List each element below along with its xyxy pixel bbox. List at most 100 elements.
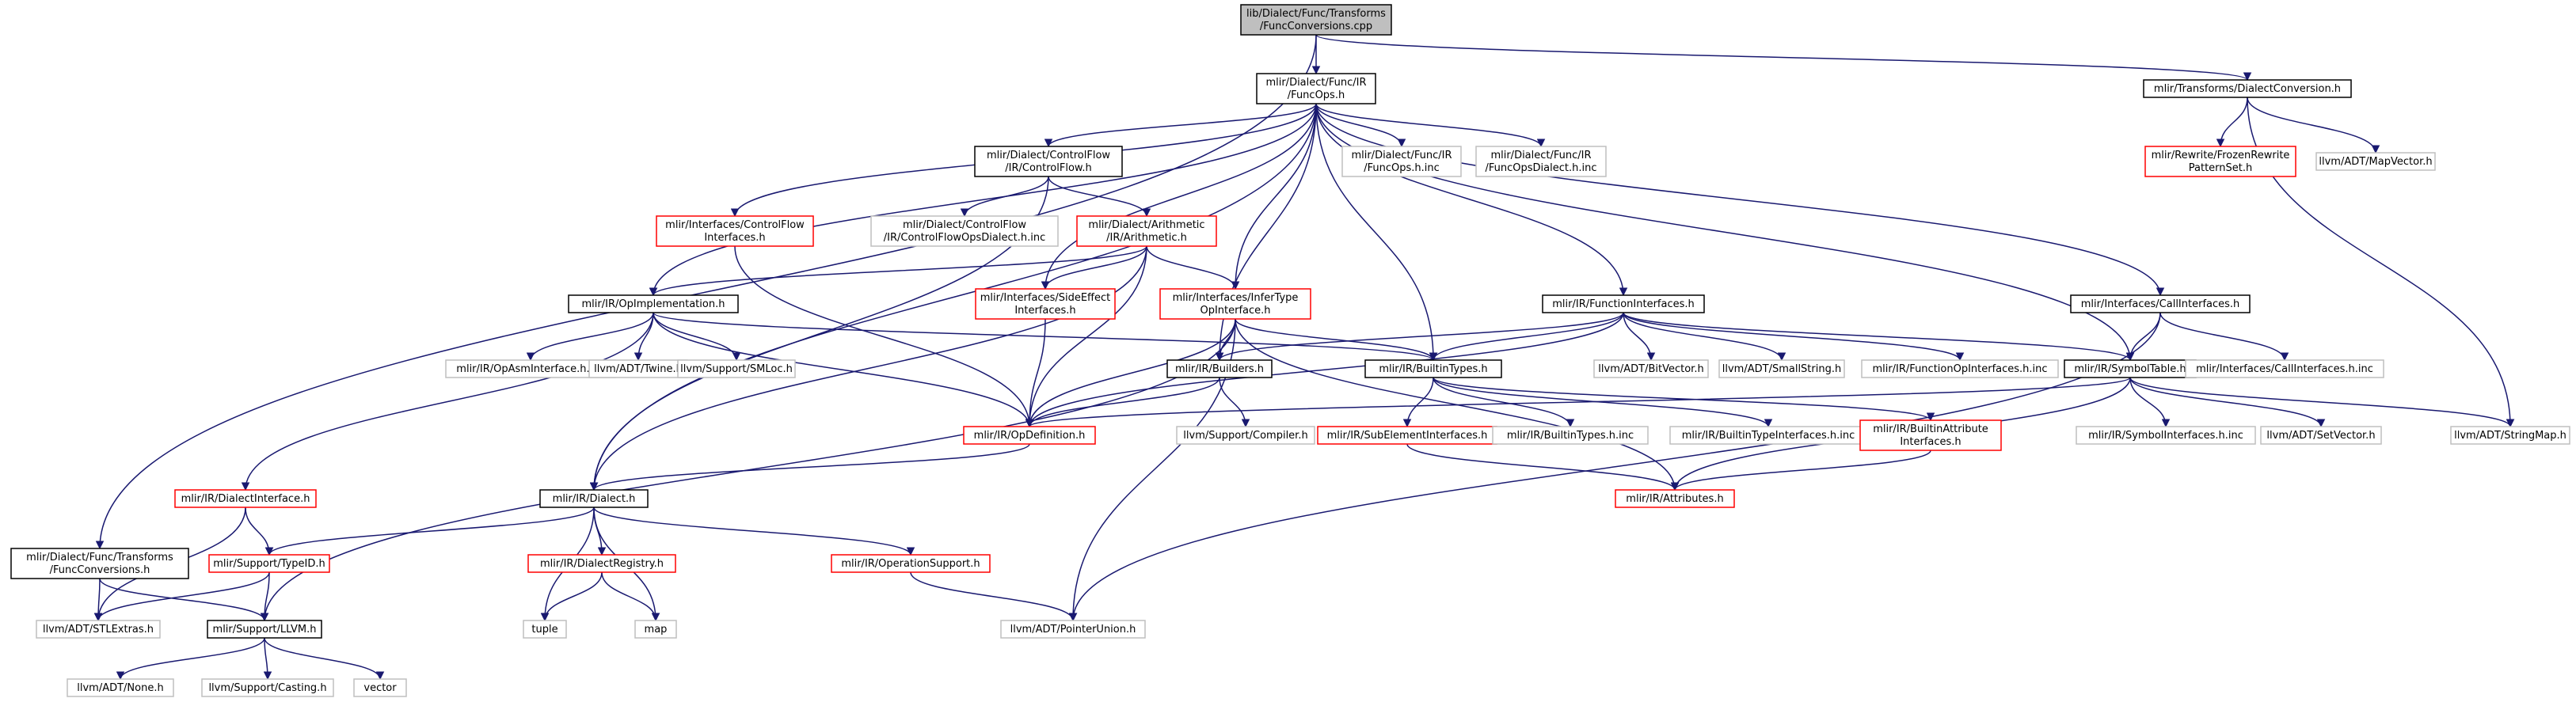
- edge-funcops-to-builtintypes: [1315, 103, 1438, 362]
- node-box: [974, 146, 1123, 177]
- node-funciface[interactable]: mlir/IR/FunctionInterfaces.h: [1542, 294, 1705, 313]
- node-box: [1542, 294, 1705, 313]
- node-label: mlir/Interfaces/SideEffect: [980, 292, 1111, 304]
- node-funcops[interactable]: mlir/Dialect/Func/IR/FuncOps.h: [1256, 73, 1376, 104]
- edge-funciface-to-builders: [1215, 312, 1624, 362]
- node-builders[interactable]: mlir/IR/Builders.h: [1166, 359, 1273, 378]
- node-label: mlir/IR/FunctionOpInterfaces.h.inc: [1872, 363, 2047, 375]
- node-label: mlir/Dialect/ControlFlow: [903, 219, 1026, 231]
- edge-cfinterfaces-to-opdef: [734, 245, 1034, 428]
- node-label: llvm/ADT/STLExtras.h: [43, 624, 154, 636]
- node-llvmh[interactable]: mlir/Support/LLVM.h: [207, 620, 322, 639]
- node-bitvector: llvm/ADT/BitVector.h: [1593, 359, 1709, 378]
- node-label: Interfaces.h: [704, 232, 765, 244]
- node-controlflow[interactable]: mlir/Dialect/ControlFlow/IR/ControlFlow.…: [974, 146, 1123, 177]
- node-symbolifaceinc: mlir/IR/SymbolInterfaces.h.inc: [2076, 426, 2256, 445]
- node-smallstring: llvm/ADT/SmallString.h: [1718, 359, 1845, 378]
- node-box: [10, 548, 189, 579]
- node-box: [2143, 79, 2352, 98]
- node-box: [677, 359, 796, 378]
- node-label: llvm/ADT/SetVector.h: [2266, 430, 2375, 442]
- node-label: mlir/IR/OpAsmInterface.h.inc: [456, 363, 604, 375]
- edge-llvmh-to-casting: [263, 637, 272, 681]
- node-box: [2144, 146, 2296, 177]
- node-box: [1341, 146, 1462, 177]
- node-attributes[interactable]: mlir/IR/Attributes.h: [1615, 489, 1735, 508]
- edge-funcops-to-sideeffect: [1041, 103, 1317, 290]
- node-box: [174, 489, 317, 508]
- node-label: mlir/IR/OpDefinition.h: [974, 430, 1086, 442]
- node-box: [523, 620, 567, 639]
- node-label: mlir/IR/Builders.h: [1175, 363, 1264, 375]
- node-box: [963, 426, 1096, 445]
- node-calliface[interactable]: mlir/Interfaces/CallInterfaces.h: [2070, 294, 2251, 313]
- node-label: llvm/ADT/MapVector.h: [2319, 156, 2432, 168]
- node-subelem[interactable]: mlir/IR/SubElementInterfaces.h: [1317, 426, 1497, 445]
- node-box: [2076, 426, 2256, 445]
- node-label: mlir/IR/Attributes.h: [1626, 493, 1723, 505]
- node-label: tuple: [531, 624, 557, 636]
- node-box: [2315, 152, 2436, 171]
- node-box: [1364, 359, 1502, 378]
- node-dialectreg[interactable]: mlir/IR/DialectRegistry.h: [527, 554, 676, 573]
- node-funcconvh[interactable]: mlir/Dialect/Func/Transforms/FuncConvers…: [10, 548, 189, 579]
- node-opimpl[interactable]: mlir/IR/OpImplementation.h: [568, 294, 739, 313]
- node-arith[interactable]: mlir/Dialect/Arithmetic/IR/Arithmetic.h: [1076, 215, 1217, 247]
- node-box: [2260, 426, 2382, 445]
- node-tuple: tuple: [523, 620, 567, 639]
- node-casting: llvm/Support/Casting.h: [201, 678, 334, 697]
- node-label: /FuncConversions.cpp: [1260, 21, 1372, 32]
- node-dialectiface[interactable]: mlir/IR/DialectInterface.h: [174, 489, 317, 508]
- node-box: [1615, 489, 1735, 508]
- node-calliface_inc: mlir/Interfaces/CallInterfaces.h.inc: [2185, 359, 2384, 378]
- node-builtintypes[interactable]: mlir/IR/BuiltinTypes.h: [1364, 359, 1502, 378]
- node-opdef[interactable]: mlir/IR/OpDefinition.h: [963, 426, 1096, 445]
- edge-dialectiface-to-typeid: [245, 507, 274, 556]
- edge-builtinattrif-to-attributes: [1670, 450, 1931, 491]
- node-label: mlir/IR/BuiltinTypes.h.inc: [1507, 430, 1634, 442]
- node-dialectconv[interactable]: mlir/Transforms/DialectConversion.h: [2143, 79, 2352, 98]
- node-funcopifaceinc: mlir/IR/FunctionOpInterfaces.h.inc: [1861, 359, 2059, 378]
- node-label: mlir/IR/Dialect.h: [553, 493, 636, 505]
- node-box: [1492, 426, 1649, 445]
- edge-funcops-to-symboltable: [1315, 103, 2135, 362]
- node-box: [36, 620, 161, 639]
- node-mapvector: llvm/ADT/MapVector.h: [2315, 152, 2436, 171]
- node-opsupport[interactable]: mlir/IR/OperationSupport.h: [831, 554, 991, 573]
- node-label: mlir/Interfaces/CallInterfaces.h: [2081, 298, 2240, 310]
- node-label: mlir/Interfaces/InferType: [1173, 292, 1299, 304]
- node-box: [2070, 294, 2251, 313]
- edge-subelem-to-attributes: [1406, 443, 1680, 491]
- node-box: [353, 678, 407, 697]
- node-opasminc: mlir/IR/OpAsmInterface.h.inc: [445, 359, 616, 378]
- node-label: mlir/Dialect/ControlFlow: [987, 150, 1110, 161]
- edge-opimpl-to-twine: [634, 312, 654, 362]
- node-label: llvm/ADT/SmallString.h: [1722, 363, 1841, 375]
- node-label: vector: [363, 682, 397, 694]
- edge-dialect-to-typeid: [264, 507, 595, 556]
- node-box: [1159, 288, 1311, 320]
- node-symboltable[interactable]: mlir/IR/SymbolTable.h: [2064, 359, 2197, 378]
- node-label: mlir/Transforms/DialectConversion.h: [2154, 83, 2341, 95]
- edge-sideeffect-to-opdef: [1025, 318, 1046, 428]
- node-label: mlir/Support/TypeID.h: [213, 558, 325, 570]
- edge-calliface-to-pointerunion: [1068, 312, 2161, 622]
- node-root[interactable]: lib/Dialect/Func/Transforms/FuncConversi…: [1240, 4, 1392, 36]
- node-compiler: llvm/Support/Compiler.h: [1176, 426, 1315, 445]
- edge-builders-to-compiler: [1219, 377, 1250, 428]
- node-box: [975, 288, 1116, 320]
- node-twine: llvm/ADT/Twine.h: [588, 359, 688, 378]
- node-dialect[interactable]: mlir/IR/Dialect.h: [539, 489, 649, 508]
- node-typeid[interactable]: mlir/Support/TypeID.h: [208, 554, 330, 573]
- node-box: [1593, 359, 1709, 378]
- node-label: /IR/ControlFlow.h: [1005, 162, 1091, 174]
- edge-symboltable-to-opdef: [1025, 377, 2131, 428]
- edge-builtintypes-to-subelem: [1402, 377, 1434, 428]
- node-cfdialectinc: mlir/Dialect/ControlFlow/IR/ControlFlowO…: [870, 215, 1059, 247]
- edge-controlflow-to-arith: [1048, 176, 1151, 218]
